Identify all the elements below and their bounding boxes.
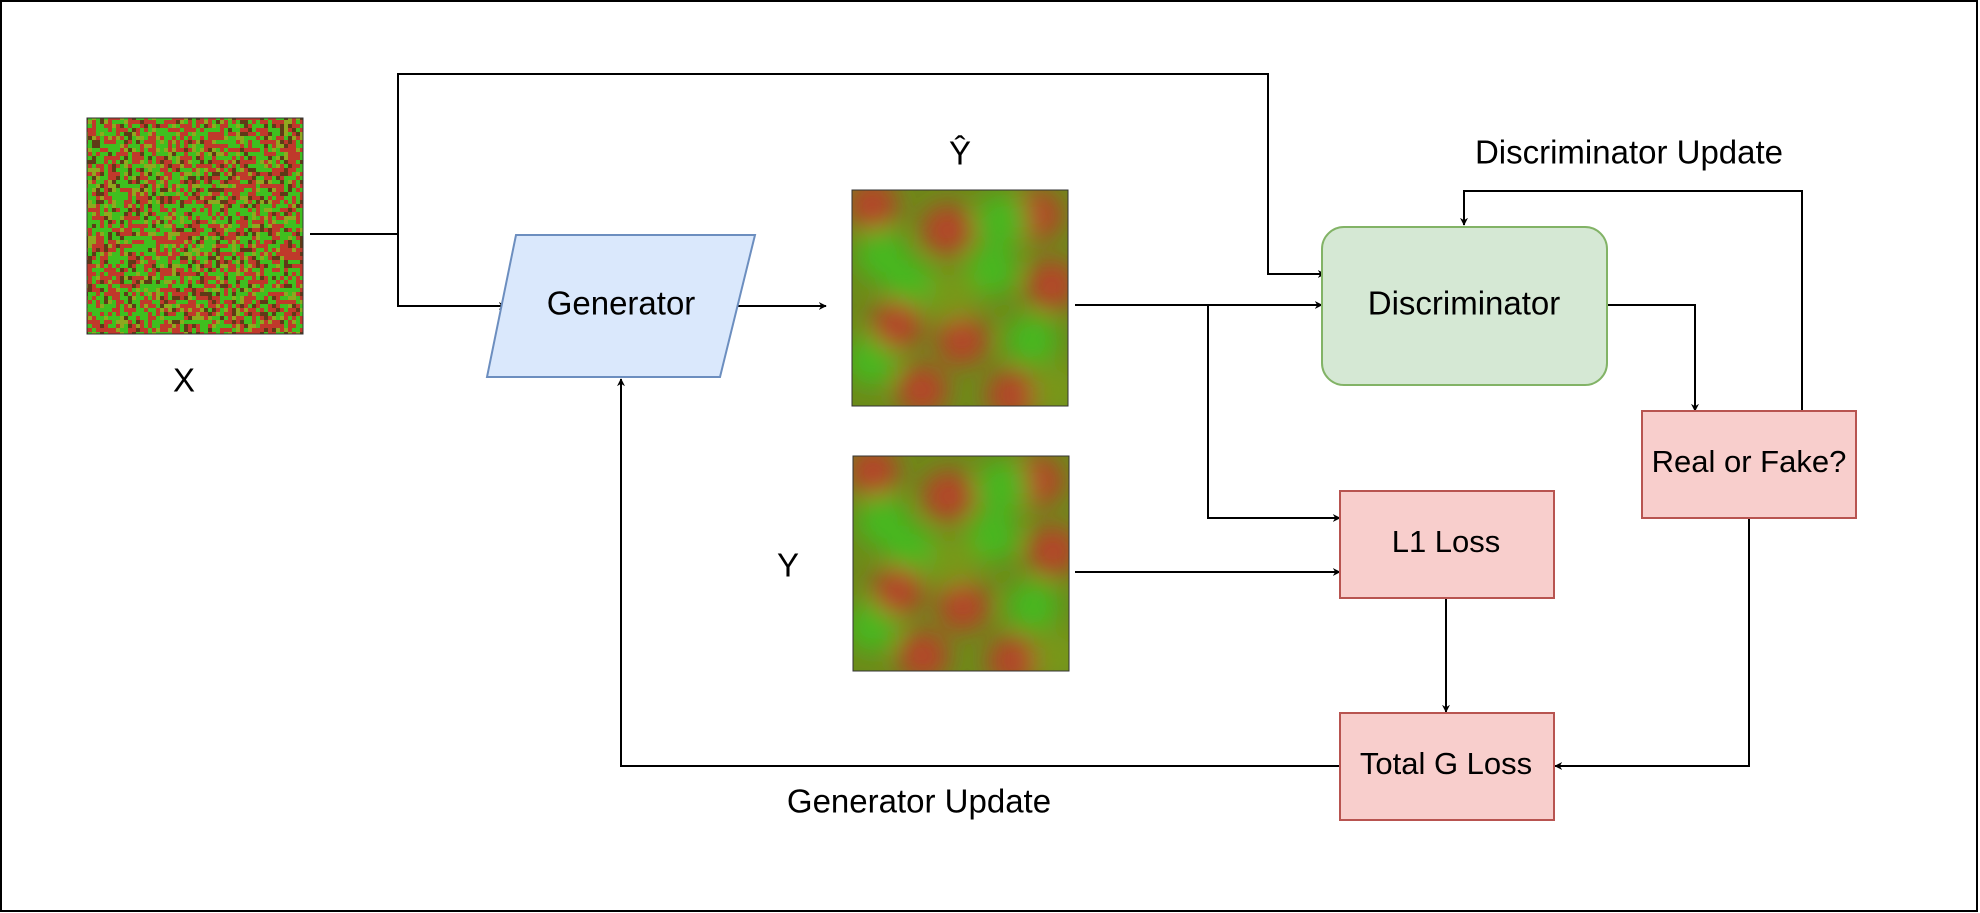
y-label: Y: [777, 547, 799, 584]
edges: [310, 73, 1803, 770]
edge-x-to-generator: [310, 233, 507, 310]
input-image-x: [86, 117, 304, 335]
discriminator-shape: [1321, 226, 1608, 386]
total-g-loss-shape: [1339, 712, 1555, 821]
discriminator-node: Discriminator: [1321, 226, 1608, 386]
generator-update-label: Generator Update: [787, 783, 1051, 820]
edge-x-to-discriminator: [397, 73, 1326, 278]
y-hat-label: Ŷ: [949, 135, 971, 172]
l1-loss-shape: [1339, 490, 1555, 599]
real-or-fake-shape: [1641, 410, 1857, 519]
real-or-fake-label: Real or Fake?: [1652, 444, 1847, 479]
generator-shape: [485, 234, 757, 378]
target-image-y: [852, 455, 1070, 672]
total-g-loss-label: Total G Loss: [1360, 746, 1532, 781]
discriminator-update-label: Discriminator Update: [1475, 134, 1783, 171]
discriminator-label: Discriminator: [1368, 285, 1561, 322]
total-g-loss-node: Total G Loss: [1339, 712, 1555, 821]
edge-real-or-fake-to-total-g-loss: [1554, 518, 1750, 770]
generator-label: Generator: [547, 285, 696, 322]
edge-yhat-to-l1-loss: [1207, 305, 1341, 522]
output-image-y-hat: [851, 189, 1069, 407]
edge-generator-update: [617, 378, 1339, 767]
edge-discriminator-update: [1460, 190, 1803, 411]
x-label: X: [173, 362, 195, 399]
real-or-fake-node: Real or Fake?: [1641, 410, 1857, 519]
l1-loss-label: L1 Loss: [1392, 524, 1501, 559]
l1-loss-node: L1 Loss: [1339, 490, 1555, 599]
generator-node: Generator: [485, 234, 757, 378]
edge-discriminator-to-real-or-fake: [1607, 304, 1699, 412]
